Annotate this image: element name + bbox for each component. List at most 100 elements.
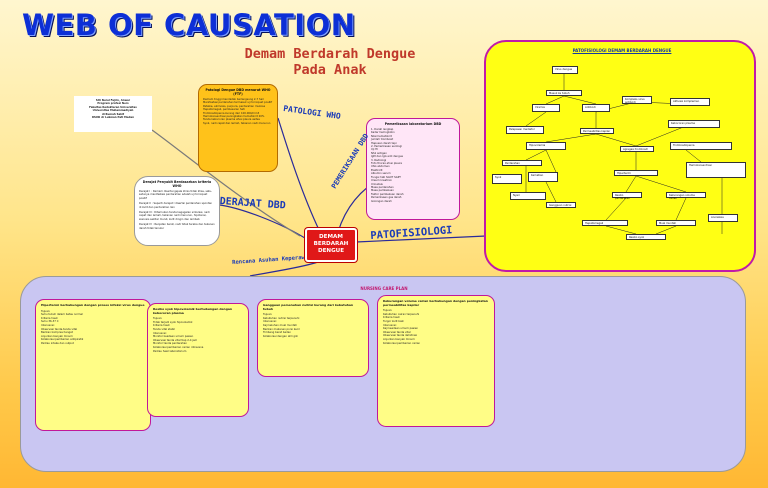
ncp-card-line: Kriteria hasil:	[153, 324, 171, 328]
exam-item: USG abdomen	[371, 165, 390, 169]
patho-node: Viremia	[532, 104, 560, 112]
exam-item: Masa perdarahan	[371, 185, 394, 189]
author-card: Siti Nurul Fajrin, Anwar Program profesi…	[74, 96, 152, 132]
author-line: Program profesi Ners	[97, 102, 129, 106]
patho-node: Nyeri	[510, 192, 546, 200]
ncp-card-line: Monitor tanda perdarahan	[153, 342, 188, 346]
ncp-card-line: Kolaborasi pemberian cairan	[383, 341, 421, 345]
patho-node: Trombositopenia	[670, 142, 732, 150]
ncp-card-line: Intervensi:	[263, 320, 277, 324]
exam-item: Golongan darah	[371, 199, 392, 203]
exam-item: Nilai hematokrit	[371, 134, 392, 138]
connector-author	[151, 129, 301, 237]
pathophysiology-title: PATOFISIOLOGI DEMAM BERDARAH DENGUE	[572, 48, 672, 53]
patho-node: Permeabilitas kapiler	[580, 128, 614, 134]
patho-node: Resiko syok	[626, 234, 666, 240]
exam-item: Foto thorax efusi pleura	[371, 162, 402, 166]
ncp-card-line: Kolaborasi pemberian cairan intravena	[153, 345, 204, 349]
author-line: Fakultas Kedokteran Universitas	[89, 105, 137, 109]
center-node-line: BERDARAH	[313, 241, 349, 247]
pathophysiology-arrows	[525, 72, 723, 235]
exam-item: Ureum kreatinin	[371, 179, 392, 183]
who-item: Syok, nadi cepat dan lemah, tekanan nadi…	[203, 121, 271, 125]
ncp-card-line: Kebutuhan cairan terpenuhi	[383, 312, 420, 316]
ncp-card-1: Hipertermi berhubungan dengan proses inf…	[35, 299, 151, 431]
ncp-card-line: Suhu 36-37 C	[41, 320, 59, 324]
ncp-card-4: Kekurangan volume cairan berhubungan den…	[377, 295, 495, 427]
ncp-card-line: Timbang berat badan	[263, 331, 291, 335]
ncp-card-heading: Hipertermi berhubungan dengan proses inf…	[41, 303, 145, 307]
center-node-line: DEMAM	[319, 234, 343, 240]
center-node: DEMAM BERDARAH DENGUE	[305, 228, 357, 262]
patho-node: Resiko perdarahan	[612, 192, 642, 200]
ncp-card-line: Kolaborasi pemberian antipiretik	[41, 338, 84, 342]
ncp-card-line: Berikan makanan porsi kecil	[263, 327, 300, 331]
nursing-care-plan-panel: NURSING CARE PLAN Hipertermi berhubungan…	[20, 276, 746, 472]
author-line: Siti Nurul Fajrin, Anwar	[95, 99, 131, 102]
ncp-card-line: Pantau intake dan output	[41, 341, 74, 345]
patho-node: Hipertermi	[614, 170, 658, 176]
patho-node: Pelepasan mediator	[506, 126, 544, 134]
exam-item: Pemeriksaan gas darah	[371, 196, 402, 200]
patho-node: Mual muntah	[656, 220, 696, 226]
ncp-card-line: Kolaborasi dengan ahli gizi	[263, 334, 298, 338]
patho-node: Syok	[492, 174, 522, 184]
exam-item: Fungsi hati SGOT SGPT	[371, 175, 401, 179]
patho-node: Kematian	[528, 172, 558, 182]
who-criteria-card: Patologi Dengue DBD menurut WHO (FTF) De…	[198, 84, 278, 172]
exam-item: Kadar hemoglobin	[371, 131, 395, 135]
grade-card-title: Derajat Penyakit Berdasarkan kriteria WH…	[142, 180, 212, 188]
ncp-card-line: Intervensi:	[41, 323, 55, 327]
ncp-card-line: Kebutuhan nutrisi terpenuhi	[263, 316, 300, 320]
who-item: Tanda kebocoran plasma efusi pleura asit…	[203, 118, 260, 122]
exam-item: 1. Darah lengkap	[371, 128, 394, 131]
ncp-card-heading: Resiko syok hipovolemik berhubungan deng…	[153, 307, 232, 315]
exam-item: Hapusan darah tepi	[371, 141, 397, 145]
ncp-card-line: Berikan kompres hangat	[41, 331, 73, 335]
ncp-card-line: Tanda vital stabil	[153, 327, 175, 331]
ncp-card-line: Anjurkan banyak minum	[41, 334, 73, 338]
ncp-card-line: Suhu tubuh dalam batas normal	[41, 313, 83, 317]
ncp-card-line: Anjurkan banyak minum	[383, 337, 415, 341]
patho-node: Aktivasi komplemen	[670, 98, 710, 106]
exam-item: Uji HI	[371, 148, 378, 152]
ncp-card-line: Turgor kulit baik	[383, 319, 404, 323]
ncp-card-line: Tujuan:	[41, 309, 51, 313]
ncp-card-heading: Kekurangan volume cairan berhubungan den…	[383, 299, 488, 307]
ncp-card-line: Tujuan:	[153, 317, 163, 321]
ncp-card-line: Intervensi:	[383, 323, 397, 327]
dhf-grade-card: Derajat Penyakit Berdasarkan kriteria WH…	[134, 176, 220, 246]
patho-node: Hemokonsentrasi	[686, 162, 746, 178]
patho-node: Hipovolemia	[526, 142, 566, 150]
exam-item: 3. Radiologi	[371, 158, 387, 162]
exam-item: Elektrolit	[371, 168, 383, 172]
lab-exam-card: Pemeriksaan laboratorium DBD 1. Darah le…	[366, 118, 460, 220]
ncp-card-line: Observasi tanda vital tiap 2-4 jam	[153, 338, 198, 342]
page-title: WEB OF CAUSATION	[22, 8, 356, 42]
exam-item: Jumlah trombosit	[371, 138, 394, 142]
ncp-card-line: Kaji keluhan mual muntah	[263, 323, 297, 327]
exam-item: Albumin serum	[371, 172, 391, 176]
patho-node: Anoreksia	[708, 214, 738, 222]
ncp-card-line: Monitor keadaan umum pasien	[153, 335, 194, 339]
ncp-card-line: Tujuan:	[383, 309, 393, 313]
center-node-line: DENGUE	[317, 248, 345, 254]
ncp-card-line: Tujuan:	[263, 313, 273, 317]
author-line: RSUD dr Lukman Pati Medan	[92, 116, 134, 120]
patho-node: Kebocoran plasma	[668, 120, 720, 128]
who-item: Hepatomegali, pembesaran hati	[203, 108, 245, 112]
ncp-card-line: Observasi tanda dehidrasi	[383, 334, 418, 338]
patho-node: Agregasi trombosit	[620, 146, 654, 152]
ncp-card-heading: Gangguan pemenuhan nutrisi kurang dari k…	[263, 303, 354, 311]
who-item: Hemokonsentrasi peningkatan hematokrit 2…	[203, 115, 265, 119]
ncp-card-line: Kaji keadaan umum pasien	[383, 327, 419, 331]
exam-card-title: Pemeriksaan laboratorium DBD	[384, 122, 442, 126]
ncp-card-2: Resiko syok hipovolemik berhubungan deng…	[147, 303, 249, 417]
patho-node: Kekurangan volume cairan	[666, 192, 706, 200]
exam-item: Faktor pembekuan darah	[371, 192, 404, 196]
page-subtitle: Demam Berdarah Dengue Pada Anak	[210, 46, 450, 78]
ncp-card-line: Tidak terjadi syok hipovolemik	[153, 320, 193, 324]
patho-node: Perdarahan	[502, 160, 542, 166]
ncp-card-line: Observasi tanda-tanda vital	[41, 327, 78, 331]
